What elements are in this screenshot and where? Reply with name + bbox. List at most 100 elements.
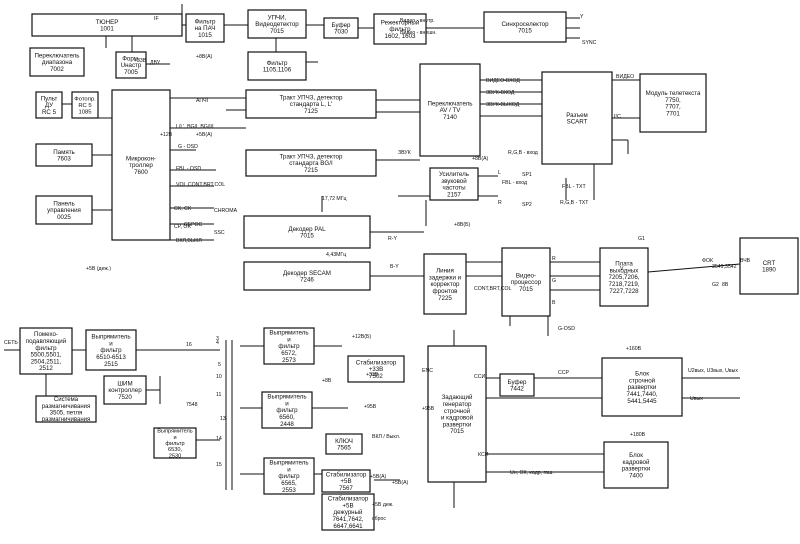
- block-text: 7400: [629, 472, 643, 479]
- block-text: Плата: [615, 261, 633, 268]
- block-text: подавляющий: [26, 338, 67, 345]
- signal-label: U2вых, U3вых, Uвых: [688, 368, 738, 374]
- block-text: Выпрямитель: [157, 429, 193, 435]
- block-text: фильтр: [278, 343, 300, 350]
- block-text: ШИМ: [117, 380, 132, 387]
- block-text: Декодер PAL: [288, 226, 326, 233]
- block-text: Стабилизатор: [328, 496, 369, 503]
- signal-label: G - OSD: [178, 144, 198, 150]
- block-text: Панель: [53, 200, 74, 207]
- signal-label: Uн, ОК, кадр, гаш.: [510, 470, 554, 476]
- block-text: процессор: [511, 279, 542, 286]
- block-mains-filter: Помехо-подавляющийфильтр5500,5501,2504,2…: [19, 327, 73, 375]
- block-frame: [35, 143, 93, 167]
- block-text: Разъем: [566, 112, 588, 119]
- block-text: 3505, петля: [50, 410, 82, 416]
- block-stab-5v-standby: Стабилизатор+5Вдежурный7641,7642,6647,66…: [321, 493, 375, 531]
- block-text: развертки: [622, 466, 651, 473]
- signal-label: SYNC: [582, 40, 597, 46]
- block-text: AV / TV: [440, 107, 462, 114]
- block-text: генератор: [443, 401, 472, 408]
- block-text: +5В: [340, 478, 351, 485]
- block-text: 7218,7219,: [609, 281, 640, 288]
- block-text: 7005: [124, 69, 138, 76]
- block-text: 2504,2511,: [31, 358, 62, 365]
- signal-label: +12B: [160, 132, 173, 138]
- block-text: фильтр: [389, 26, 411, 33]
- block-text: 6530,: [168, 447, 182, 453]
- signal-label: IF: [154, 16, 159, 22]
- block-frame: [115, 51, 147, 79]
- block-text: 6565,: [281, 480, 297, 487]
- signal-label: +33В: [366, 372, 379, 378]
- block-text: контроллер: [108, 387, 142, 394]
- signal-label: 10: [216, 374, 222, 380]
- signal-label: SP1: [522, 172, 532, 178]
- signal-label: ФОК: [702, 258, 713, 264]
- signal-label: 4,43МГц: [326, 252, 346, 258]
- signal-label: ЗВУК: [398, 150, 411, 156]
- signal-label: +5В деж.: [372, 502, 394, 508]
- block-frame: [247, 51, 307, 81]
- signal-label: ВКЛ / Выкл.: [372, 434, 400, 440]
- block-text: 7215: [304, 167, 318, 174]
- block-frame: [603, 441, 669, 489]
- block-text: Тракт УПЧЗ, детектор: [280, 153, 343, 160]
- signal-label: 16: [186, 342, 192, 348]
- block-text: Блок: [629, 452, 643, 459]
- block-text: Фильтр: [267, 60, 288, 67]
- signal-label: +5В(A): [392, 480, 409, 486]
- block-text: 0025: [57, 214, 71, 221]
- signal-label: ЗВУК-ВЫХОД: [486, 102, 520, 108]
- block-text: 2512: [39, 365, 53, 372]
- block-text: Выпрямитель: [269, 460, 308, 467]
- block-text: и: [285, 400, 289, 407]
- block-text: КЛЮЧ: [335, 438, 353, 445]
- block-text: фильтр: [278, 473, 300, 480]
- signal-label: SSC: [214, 230, 225, 236]
- block-text: Видеодетектор: [255, 21, 299, 28]
- block-text: 2530: [169, 453, 181, 459]
- signal-label: Y: [580, 14, 584, 20]
- block-text: и: [173, 435, 176, 441]
- signal-label: 3549,3542: [712, 264, 737, 270]
- block-text: строчной: [444, 408, 471, 415]
- block-frame: [429, 167, 479, 201]
- block-text: УПЧИ,: [268, 14, 287, 21]
- signal-label: Видео - внешн.: [400, 30, 437, 36]
- block-text: троллер: [129, 162, 153, 169]
- block-text: 6510-6513: [96, 354, 126, 361]
- signal-label: R: [498, 200, 502, 206]
- block-text: развертки: [628, 384, 657, 391]
- signal-label: 11: [216, 392, 221, 398]
- block-text: Пульт: [41, 95, 58, 102]
- block-text: +33В: [369, 366, 384, 373]
- block-text: 1015: [198, 32, 212, 39]
- block-text: Фильтр: [195, 18, 216, 25]
- signal-label: I²C: [614, 114, 621, 120]
- signal-label: FBL - OSD: [176, 166, 201, 172]
- block-frame: [325, 433, 363, 455]
- signal-label: Видео - внутр.: [400, 18, 435, 24]
- block-text: 7015: [518, 28, 532, 35]
- block-text: 2553: [282, 487, 296, 494]
- block-text: задержки и: [429, 274, 462, 281]
- block-text: 7701: [666, 110, 680, 117]
